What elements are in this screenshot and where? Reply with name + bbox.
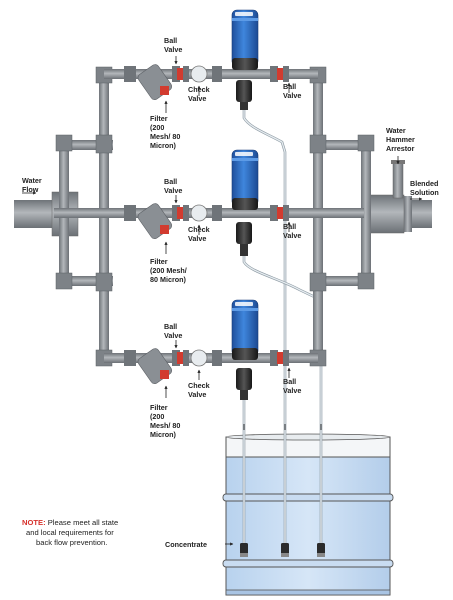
- branch-top: [104, 9, 318, 110]
- suction-strainers: [240, 543, 325, 557]
- ball-valve-label-top-right-l1: Ball: [283, 82, 296, 91]
- filter-label-bot-l4: Micron): [150, 430, 177, 439]
- main-outlet-pipe: [361, 194, 432, 234]
- ball-valve-label-mid-right-l2: Valve: [283, 231, 301, 240]
- hammer-arrestor-label-l2: Hammer: [386, 135, 415, 144]
- hammer-arrestor-label-l1: Water: [386, 126, 406, 135]
- filter-label-mid-l3: 80 Micron): [150, 275, 187, 284]
- check-valve-label-mid-l1: Check: [188, 225, 210, 234]
- note-line-3: back flow prevention.: [36, 538, 107, 547]
- filter-label-bot-l3: Mesh/ 80: [150, 421, 180, 430]
- filter-label-mid-l1: Filter: [150, 257, 168, 266]
- branch-middle: [54, 149, 364, 256]
- note-prefix: NOTE:: [22, 518, 46, 527]
- check-valve-label-bot-l2: Valve: [188, 390, 206, 399]
- concentrate-tank: [222, 433, 394, 596]
- filter-label-top-l2: (200: [150, 123, 164, 132]
- check-valve-label-mid-l2: Valve: [188, 234, 206, 243]
- filter-label-bot-l2: (200: [150, 412, 164, 421]
- suction-tubes: [242, 108, 323, 557]
- hammer-arrestor-label-l3: Arrestor: [386, 144, 415, 153]
- ball-valve-label-bot-right-l2: Valve: [283, 386, 301, 395]
- ball-valve-label-bot-right-l1: Ball: [283, 377, 296, 386]
- filter-label-top-l4: Micron): [150, 141, 177, 150]
- filter-label-top-l1: Filter: [150, 114, 168, 123]
- note-line-1: NOTE: Please meet all state: [22, 518, 118, 527]
- check-valve-label-top-l2: Valve: [188, 94, 206, 103]
- branch-bottom: [104, 299, 318, 400]
- callout-arrows: [22, 56, 423, 546]
- ball-valve-label-mid-l2: Valve: [164, 186, 182, 195]
- water-flow-label-l2: Flow: [22, 185, 39, 194]
- ball-valve-label-bot: Ball: [164, 322, 177, 331]
- water-flow-label-l1: Water: [22, 176, 42, 185]
- check-valve-label-bot-l1: Check: [188, 381, 210, 390]
- check-valve-label-top-l1: Check: [188, 85, 210, 94]
- blended-solution-label-l2: Solution: [410, 188, 439, 197]
- ball-valve-label-mid-right-l1: Ball: [283, 222, 296, 231]
- ball-valve-label-bot-l2: Valve: [164, 331, 182, 340]
- note-line-1-text: Please meet all state: [46, 518, 119, 527]
- ball-valve-label-top-l1: Ball: [164, 36, 177, 45]
- blended-solution-label-l1: Blended: [410, 179, 438, 188]
- ball-valve-label-top-l2: Valve: [164, 45, 182, 54]
- ball-valve-label-top-right-l2: Valve: [283, 91, 301, 100]
- water-hammer-arrestor: [391, 160, 405, 199]
- note-line-2: and local requirements for: [26, 528, 114, 537]
- ball-valve-label-mid-l1: Ball: [164, 177, 177, 186]
- filter-label-top-l3: Mesh/ 80: [150, 132, 180, 141]
- filter-label-mid-l2: (200 Mesh/: [150, 266, 187, 275]
- concentrate-label: Concentrate: [165, 540, 207, 549]
- filter-label-bot-l1: Filter: [150, 403, 168, 412]
